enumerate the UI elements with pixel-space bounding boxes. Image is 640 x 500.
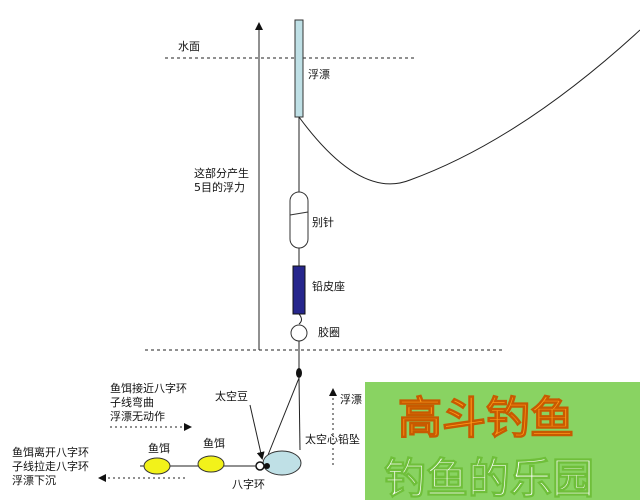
bait-leave-line3: 浮漂下沉 [12, 474, 56, 487]
bait-leave-line1: 鱼饵离开八字环 [12, 445, 89, 459]
water-surface-label: 水面 [178, 40, 200, 53]
pin-icon [289, 191, 309, 249]
swivel-label: 八字环 [232, 477, 265, 491]
bait-leave-line2: 子线拉走八字环 [12, 459, 89, 473]
space-bean-pointer [249, 404, 265, 460]
bait-approach-line2: 子线弯曲 [110, 395, 154, 409]
pin-clasp [289, 211, 309, 216]
swivel-ring-left [255, 461, 265, 471]
float-label: 浮漂 [308, 68, 330, 81]
lead-seat [292, 265, 306, 315]
bait-left [143, 457, 171, 475]
lead-seat-label: 铅皮座 [312, 279, 345, 293]
rubber-ring [290, 324, 308, 342]
watermark-line2: 钓鱼的乐园 [384, 454, 594, 500]
float-rise-label: 浮漂 [340, 393, 362, 406]
watermark-background [365, 382, 640, 500]
space-bean-label: 太空豆 [215, 389, 248, 403]
leader-left [267, 377, 300, 456]
buoyancy-note-line1: 这部分产生 [194, 166, 249, 180]
hollow-sinker [262, 450, 302, 476]
leader-right [298, 377, 301, 451]
pin-label: 别针 [312, 215, 334, 229]
seat-hook [298, 313, 302, 325]
rubber-ring-label: 胶圈 [318, 325, 340, 339]
watermark-logo: 高斗钓鱼 钓鱼的乐园 [365, 382, 640, 500]
watermark-line1: 高斗钓鱼 [398, 393, 574, 444]
buoyancy-note-line2: 5目的浮力 [194, 180, 245, 194]
bait-approach-line3: 浮漂无动作 [110, 410, 165, 423]
bait-right [197, 455, 225, 473]
swivel-ring-right [264, 463, 270, 469]
bait-left-label: 鱼饵 [148, 441, 170, 455]
float-body [294, 19, 304, 118]
bait-right-label: 鱼饵 [203, 436, 225, 450]
main-line [298, 29, 640, 185]
space-bean [296, 368, 302, 378]
bait-approach-line1: 鱼饵接近八字环 [110, 381, 187, 395]
